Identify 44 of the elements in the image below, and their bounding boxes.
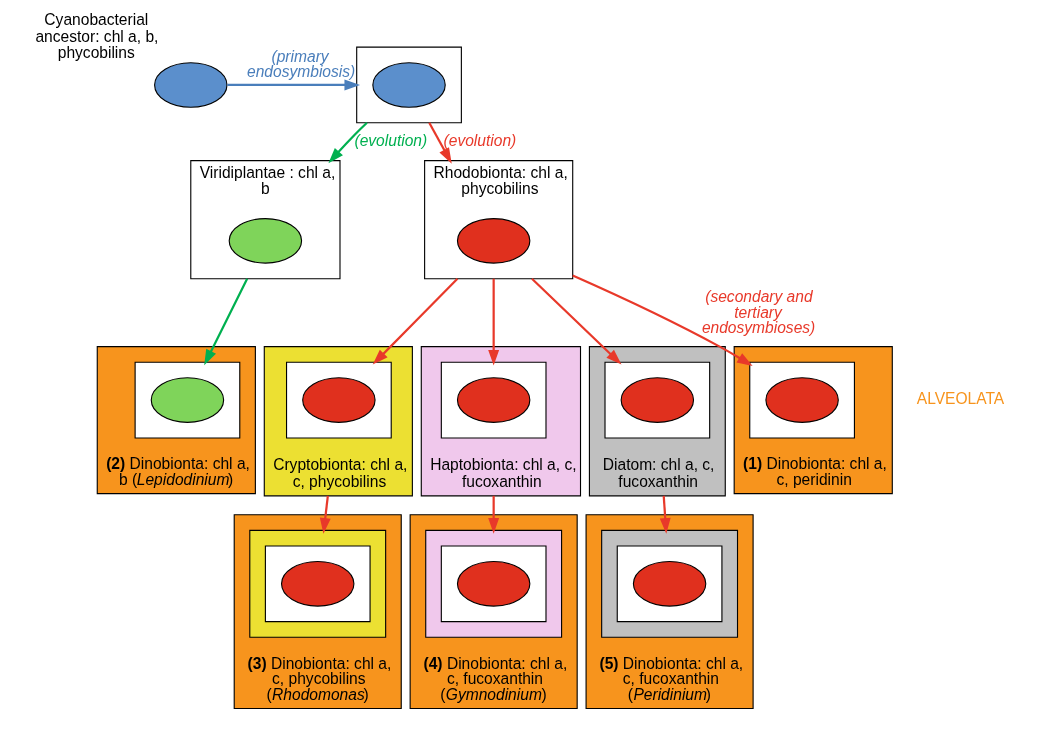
node-circle [371, 62, 446, 108]
edge-label: (evolution) [353, 132, 427, 150]
arrow [327, 122, 368, 164]
cluster: (4) Dinobionta: chl a, c, fucoxanthin (Gymnodinium) [409, 514, 578, 710]
arrow [427, 122, 452, 164]
cluster: Viridiplantae : chl a, b [189, 160, 341, 280]
arrow [319, 495, 331, 534]
cluster: Rhodobionta: chl a, phycobilins [423, 160, 573, 280]
arrow [659, 495, 671, 534]
edge-label: (primary endosymbiosis) [246, 47, 355, 81]
node-circle [456, 377, 530, 423]
cluster [264, 545, 371, 623]
node-circle [301, 377, 376, 423]
cluster [248, 529, 386, 638]
arrow [203, 278, 248, 366]
node-label: Cyanobacterial ancestor: chl a, b, phycobilins [34, 11, 158, 62]
node-circle [150, 377, 224, 423]
edge-label: (secondary and tertiary endosymbioses) [701, 288, 815, 337]
arrow [487, 495, 499, 534]
node-circle [228, 218, 302, 264]
arrow [530, 277, 621, 365]
cluster [616, 545, 722, 623]
node-circle [456, 560, 530, 607]
arrow [571, 274, 753, 367]
cluster [285, 361, 392, 439]
cluster [424, 529, 562, 638]
node-circle [620, 377, 694, 423]
edge-label: (evolution) [443, 132, 516, 150]
cluster [603, 361, 710, 439]
node-circle [153, 62, 228, 108]
label: ALVEOLATA [916, 390, 1004, 408]
cluster [748, 361, 855, 439]
arrow [372, 277, 458, 365]
cluster [440, 361, 547, 439]
cluster [440, 545, 547, 623]
node-circle [280, 560, 354, 607]
node-circle [764, 377, 839, 423]
node-circle [456, 218, 530, 264]
cluster [134, 361, 240, 439]
cluster [355, 46, 462, 124]
arrow [487, 278, 499, 366]
arrow [226, 79, 360, 91]
node-circle [632, 560, 706, 607]
cluster [600, 529, 738, 638]
